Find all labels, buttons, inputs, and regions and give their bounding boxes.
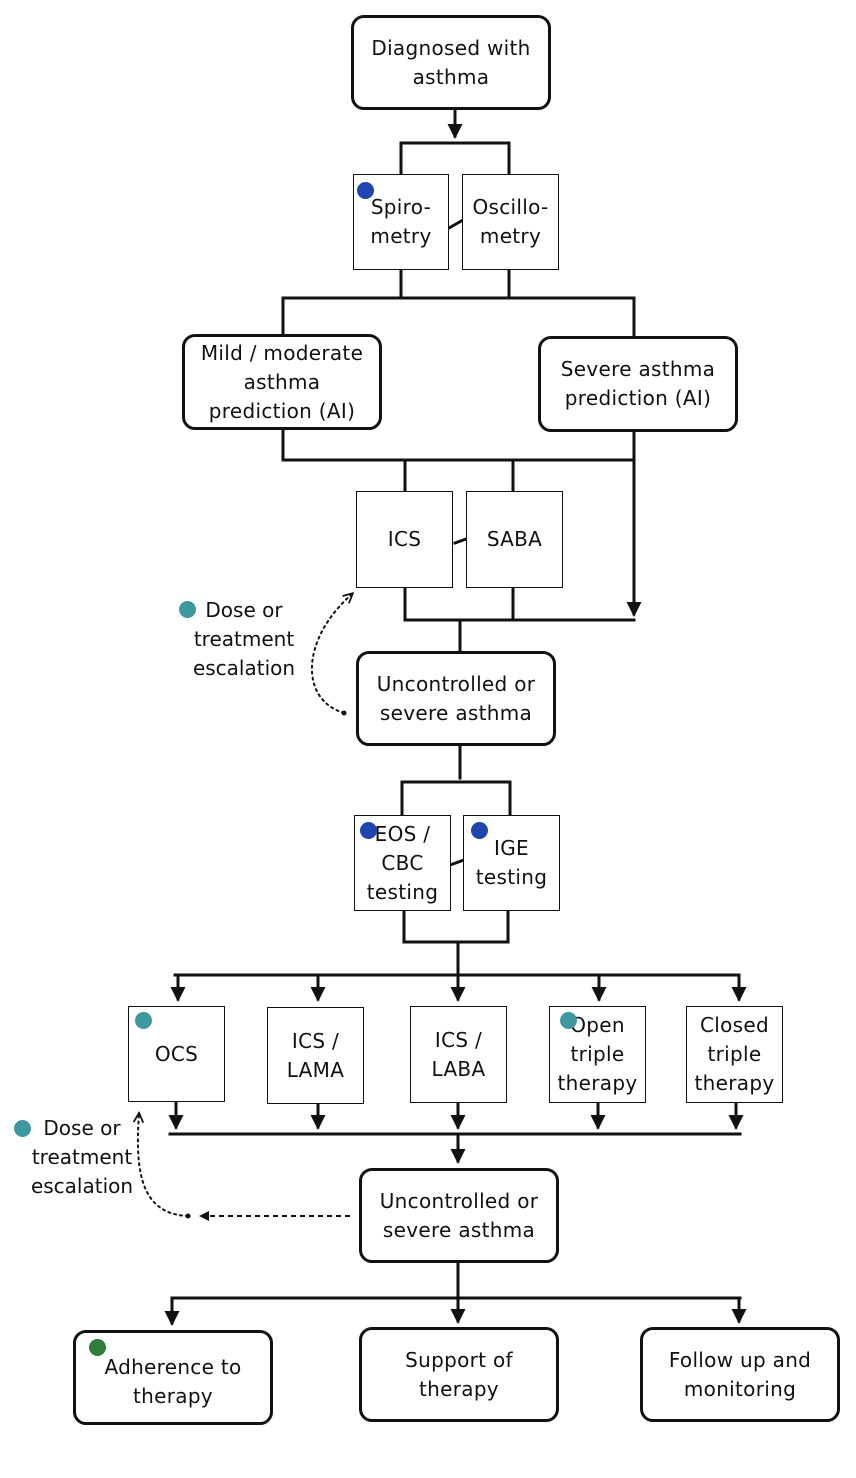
blue-dot-icon <box>357 182 374 199</box>
ics-laba-node: ICS / LABA <box>410 1006 507 1103</box>
node-label: Support of therapy <box>405 1347 513 1401</box>
diagnosed-with-asthma-node: Diagnosed with asthma <box>351 15 551 110</box>
node-label: ICS / LAMA <box>286 1028 345 1082</box>
teal-dot-icon <box>135 1012 152 1029</box>
node-label: Mild / moderate asthma prediction (AI) <box>200 340 364 423</box>
green-dot-icon <box>89 1339 106 1356</box>
escalation-note-1: Dose or treatment escalation <box>192 598 296 680</box>
node-label: Open triple therapy <box>557 1013 638 1095</box>
oscillometry-node: Oscillo- metry <box>462 174 559 270</box>
blue-dot-icon <box>360 822 377 839</box>
mild-moderate-prediction-node: Mild / moderate asthma prediction (AI) <box>182 334 382 430</box>
node-label: Severe asthma prediction (AI) <box>560 357 716 410</box>
node-label: Uncontrolled or severe asthma <box>376 671 536 725</box>
node-label: Spiro- metry <box>370 195 432 248</box>
ics-node: ICS <box>356 491 453 588</box>
teal-dot-icon <box>179 601 196 618</box>
node-label: Diagnosed with asthma <box>371 35 531 89</box>
node-label: Closed triple therapy <box>694 1013 775 1095</box>
uncontrolled-severe-node-1: Uncontrolled or severe asthma <box>356 651 556 746</box>
closed-triple-therapy-node: Closed triple therapy <box>686 1006 783 1103</box>
escalation-note-2: Dose or treatment escalation <box>30 1116 134 1198</box>
node-label: Oscillo- metry <box>472 195 549 248</box>
adherence-node: Adherence to therapy <box>73 1330 273 1425</box>
ics-lama-node: ICS / LAMA <box>267 1007 364 1104</box>
node-label: Adherence to therapy <box>104 1354 242 1408</box>
uncontrolled-severe-node-2: Uncontrolled or severe asthma <box>359 1168 559 1263</box>
node-label: Follow up and monitoring <box>668 1347 812 1401</box>
severe-prediction-node: Severe asthma prediction (AI) <box>538 336 738 432</box>
node-label: IGE testing <box>475 836 548 889</box>
node-label: OCS <box>154 1041 199 1066</box>
teal-dot-icon <box>560 1012 577 1029</box>
node-label: Uncontrolled or severe asthma <box>379 1188 539 1242</box>
node-label: ICS / LABA <box>431 1027 486 1081</box>
node-label: ICS <box>387 527 422 551</box>
saba-node: SABA <box>466 491 563 588</box>
support-node: Support of therapy <box>359 1327 559 1422</box>
ige-testing-node: IGE testing <box>463 815 560 911</box>
blue-dot-icon <box>471 822 488 839</box>
node-label: EOS / CBC testing <box>366 821 439 904</box>
follow-up-node: Follow up and monitoring <box>640 1327 840 1422</box>
ocs-node: OCS <box>128 1006 225 1102</box>
teal-dot-icon <box>14 1120 31 1137</box>
node-label: SABA <box>486 527 543 551</box>
